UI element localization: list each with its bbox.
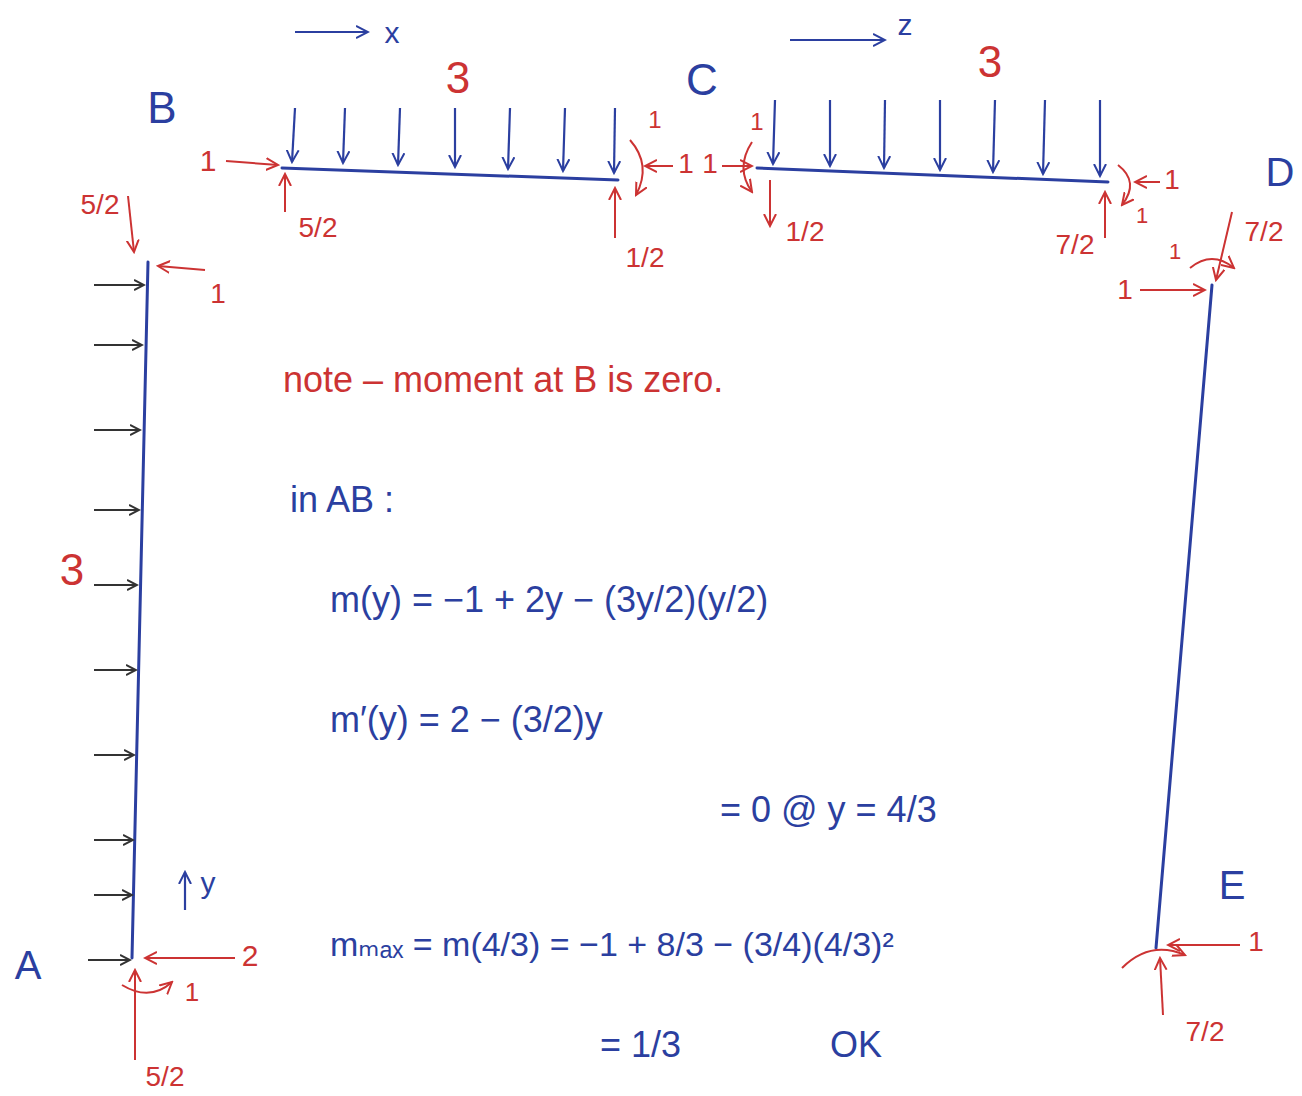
- load-magnitude: 3: [60, 546, 84, 594]
- force-value: 2: [242, 939, 259, 972]
- formula-text: = 0 @ y = 4/3: [720, 790, 937, 830]
- force-value: 5/2: [81, 190, 120, 221]
- force-value: 7/2: [1186, 1017, 1225, 1048]
- joint-label: A: [15, 943, 42, 987]
- moment-value: 1: [648, 107, 661, 133]
- force-value: 1: [678, 149, 694, 180]
- moment-value: 1: [185, 978, 199, 1007]
- axis-label: z: [898, 8, 913, 41]
- force-value: 7/2: [1056, 230, 1095, 261]
- force-value: 1: [1248, 927, 1264, 958]
- force-value: 1: [1117, 275, 1133, 306]
- force-value: 1/2: [786, 217, 825, 248]
- load-arrows: [185, 32, 1100, 910]
- joint-label: B: [147, 84, 176, 132]
- force-value: 7/2: [1245, 217, 1284, 248]
- frame-members: [132, 168, 1212, 958]
- moment-value: 1: [1136, 204, 1148, 228]
- reaction-arrows: [122, 140, 1240, 1060]
- joint-label: E: [1219, 863, 1246, 907]
- force-value: 5/2: [146, 1062, 185, 1093]
- moment-value: 1: [750, 109, 763, 135]
- force-value: 1/2: [626, 243, 665, 274]
- force-value: 1: [200, 144, 217, 177]
- force-value: 5/2: [299, 213, 338, 244]
- side-load-arrows: [88, 285, 144, 960]
- axis-label: y: [201, 866, 216, 899]
- formula-text: mₘₐₓ = m(4/3) = −1 + 8/3 − (3/4)(4/3)²: [330, 926, 894, 963]
- joint-label: C: [686, 56, 718, 104]
- joint-label: D: [1266, 150, 1295, 194]
- axis-label: x: [385, 16, 400, 49]
- load-magnitude: 3: [978, 38, 1002, 86]
- formula-text: m′(y) = 2 − (3/2)y: [330, 700, 603, 740]
- moment-value: 1: [1169, 240, 1181, 264]
- force-value: 1: [210, 279, 226, 310]
- force-value: 1: [702, 149, 718, 180]
- formula-text: in AB :: [290, 480, 394, 520]
- formula-text: = 1/3: [600, 1025, 681, 1065]
- formula-text: m(y) = −1 + 2y − (3y/2)(y/2): [330, 580, 768, 620]
- force-value: 1: [1164, 165, 1180, 196]
- load-magnitude: 3: [446, 54, 470, 102]
- check-mark-text: OK: [830, 1025, 882, 1065]
- note-text: note – moment at B is zero.: [283, 360, 723, 400]
